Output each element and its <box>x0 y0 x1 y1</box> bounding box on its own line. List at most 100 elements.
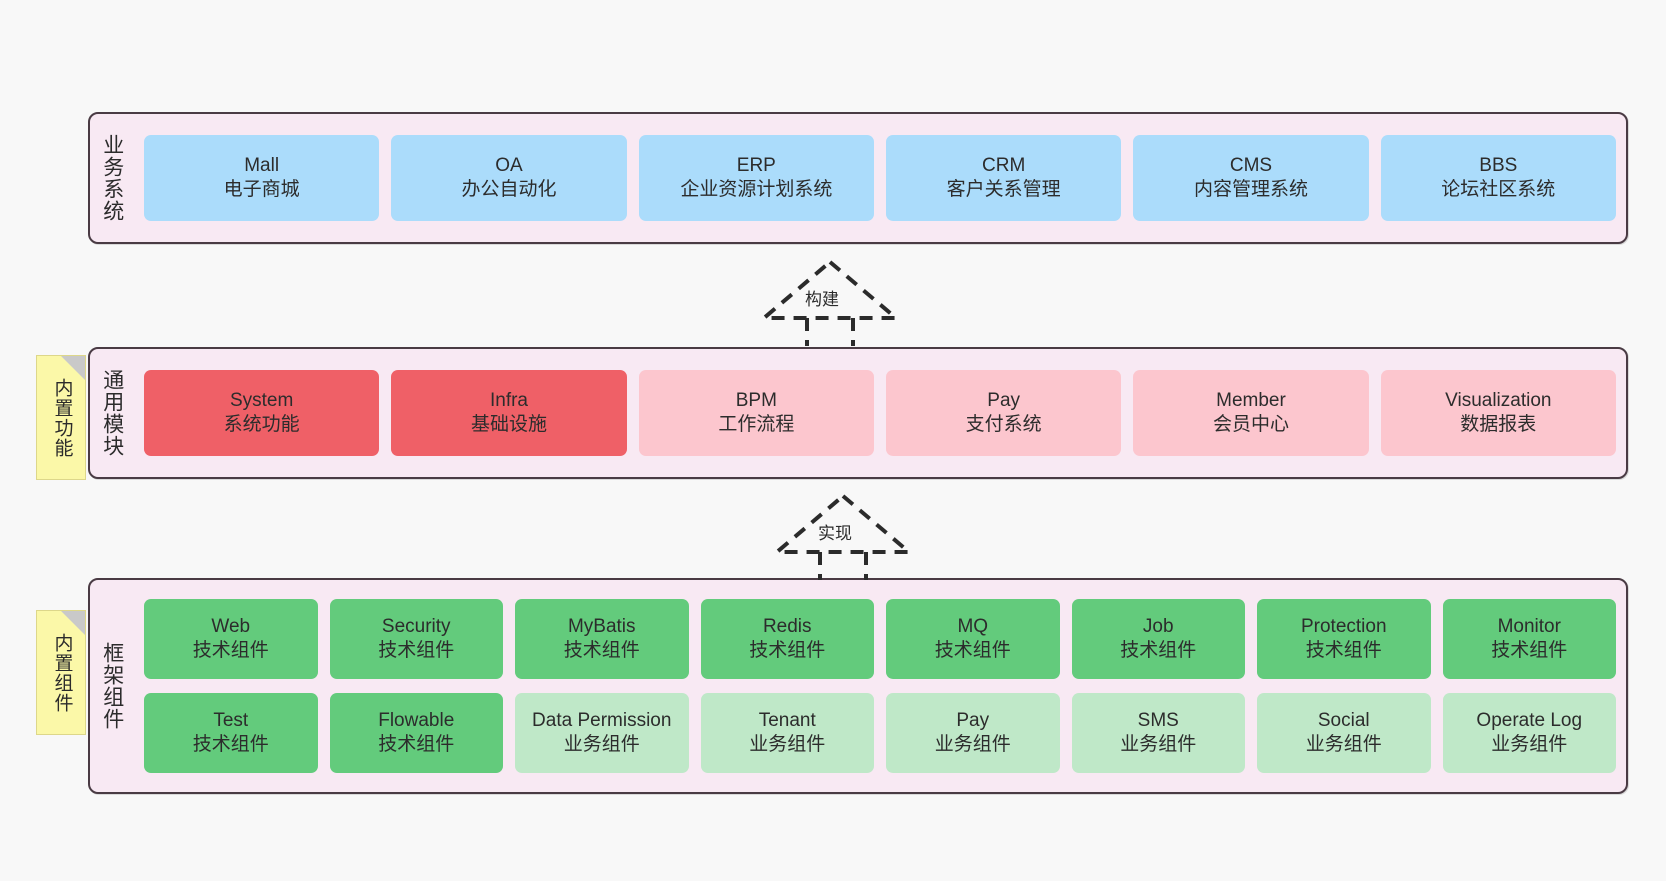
note-builtin-components-label: 内置组件 <box>51 632 73 713</box>
card-subtitle: 内容管理系统 <box>1193 179 1308 200</box>
card-title: OA <box>495 155 523 177</box>
card-subtitle: 技术组件 <box>378 734 455 755</box>
card-title: Operate Log <box>1476 710 1583 732</box>
build-arrow-label: 构建 <box>805 290 839 309</box>
note-fold-corner-icon <box>61 611 85 635</box>
card-subtitle: 电子商城 <box>223 179 300 200</box>
card-subtitle: 技术组件 <box>192 734 269 755</box>
card-title: Job <box>1142 616 1174 638</box>
card-title: BPM <box>735 390 777 412</box>
card-subtitle: 技术组件 <box>934 640 1011 661</box>
implement-arrow-glyph <box>771 493 915 584</box>
card-title: BBS <box>1479 155 1518 177</box>
card-title: ERP <box>736 155 776 177</box>
build-arrow-glyph <box>758 259 902 350</box>
note-builtin-features-label: 内置功能 <box>51 377 73 458</box>
card-subtitle: 客户关系管理 <box>946 179 1061 200</box>
card-title: Web <box>211 616 251 638</box>
card-title: Test <box>213 710 249 732</box>
card-title: Mall <box>244 155 280 177</box>
layer-title-framework-components: 框架组件 <box>100 642 124 730</box>
card-title: SMS <box>1137 710 1179 732</box>
card-subtitle: 办公自动化 <box>461 179 557 200</box>
card-subtitle: 企业资源计划系统 <box>680 179 833 200</box>
card-subtitle: 业务组件 <box>1120 734 1197 755</box>
card-subtitle: 论坛社区系统 <box>1441 179 1556 200</box>
card-title: CRM <box>982 155 1026 177</box>
note-builtin-components: 内置组件 <box>36 610 86 735</box>
card-subtitle: 系统功能 <box>223 414 300 435</box>
card-title: Protection <box>1300 616 1387 638</box>
card-title: MyBatis <box>567 616 636 638</box>
card-title: Visualization <box>1445 390 1552 412</box>
card-subtitle: 支付系统 <box>965 414 1042 435</box>
card-subtitle: 数据报表 <box>1460 414 1537 435</box>
card-subtitle: 业务组件 <box>749 734 826 755</box>
card-subtitle: 技术组件 <box>192 640 269 661</box>
card-subtitle: 工作流程 <box>718 414 795 435</box>
note-fold-corner-icon <box>61 356 85 380</box>
card-title: Tenant <box>758 710 816 732</box>
layer-title-business-systems: 业务系统 <box>100 134 124 222</box>
card-title: Data Permission <box>532 710 672 732</box>
layer-title-common-modules: 通用模块 <box>100 369 124 457</box>
card-subtitle: 技术组件 <box>749 640 826 661</box>
card-subtitle: 技术组件 <box>1305 640 1382 661</box>
card-subtitle: 会员中心 <box>1212 414 1289 435</box>
card-title: Security <box>381 616 451 638</box>
card-subtitle: 业务组件 <box>934 734 1011 755</box>
card-subtitle: 业务组件 <box>1305 734 1382 755</box>
card-title: Infra <box>489 390 528 412</box>
card-title: MQ <box>957 616 989 638</box>
implement-arrow-label: 实现 <box>818 524 852 543</box>
card-subtitle: 业务组件 <box>1491 734 1568 755</box>
card-title: Member <box>1216 390 1286 412</box>
note-builtin-features: 内置功能 <box>36 355 86 480</box>
card-title: Pay <box>956 710 990 732</box>
card-subtitle: 技术组件 <box>1120 640 1197 661</box>
card-subtitle: 业务组件 <box>563 734 640 755</box>
card-title: Redis <box>762 616 812 638</box>
card-title: Pay <box>987 390 1021 412</box>
card-title: Flowable <box>378 710 455 732</box>
build-arrow: 构建 <box>755 258 905 350</box>
